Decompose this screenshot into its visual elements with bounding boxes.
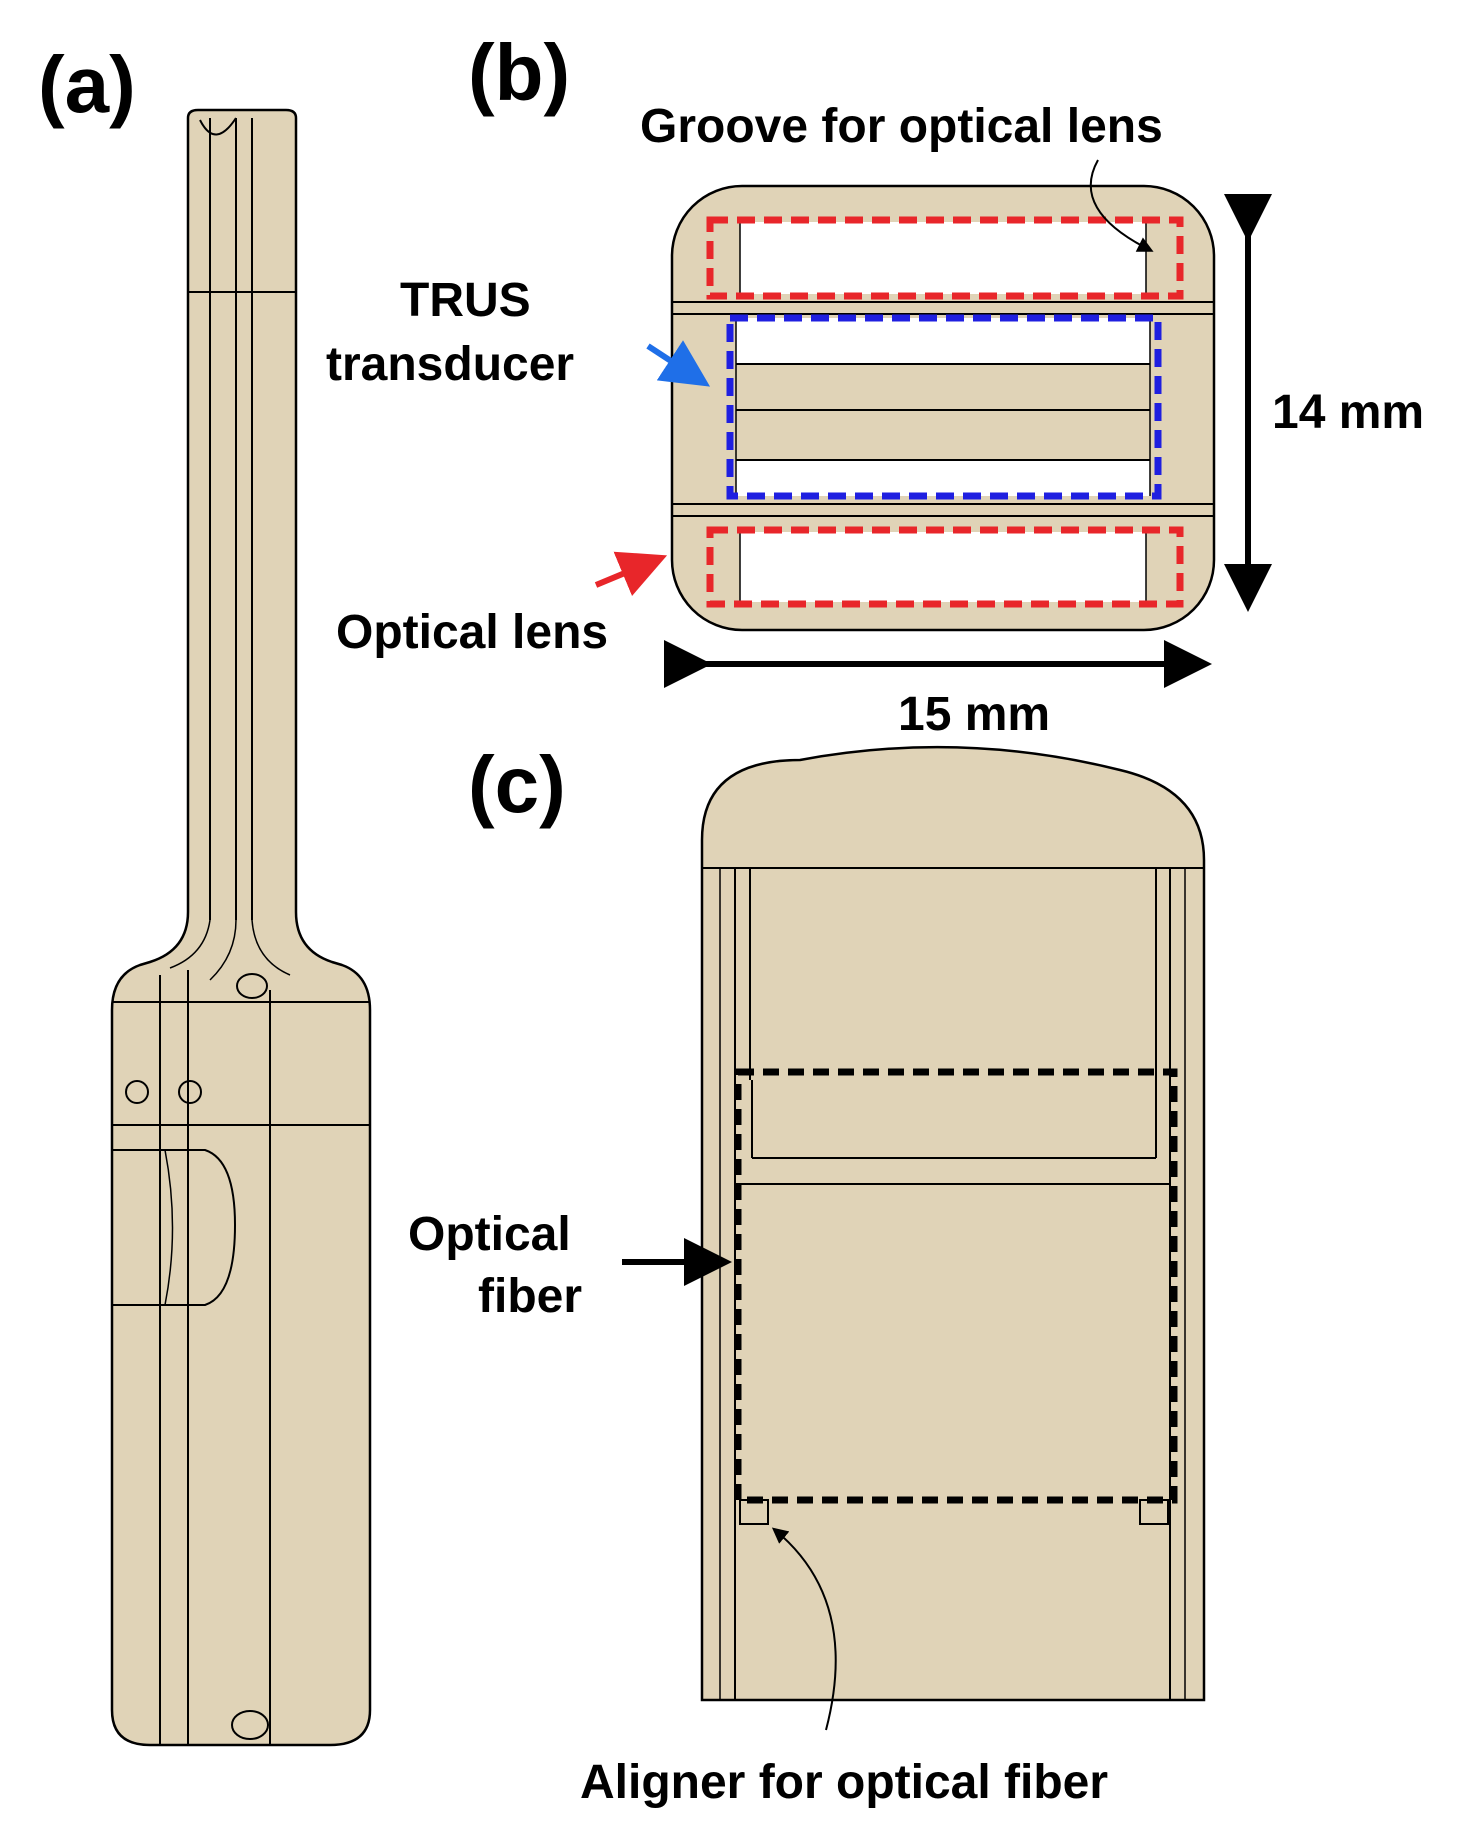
fiber-label-line1: Optical xyxy=(408,1208,571,1261)
optical-lens-label: Optical lens xyxy=(336,606,608,659)
trus-label-line2: transducer xyxy=(326,338,574,391)
groove-outline-top xyxy=(706,216,1184,300)
panel-a: (a) xyxy=(38,40,372,1747)
probe-cross-section xyxy=(670,184,1216,632)
panel-b: (b) Gr xyxy=(326,28,1424,741)
height-dimension-label: 14 mm xyxy=(1272,386,1424,439)
groove-label: Groove for optical lens xyxy=(640,100,1163,153)
width-dimension-label: 15 mm xyxy=(898,688,1050,741)
trus-arrow xyxy=(646,340,711,387)
trus-label-line1: TRUS xyxy=(400,274,531,327)
transducer-outline xyxy=(726,314,1162,500)
panel-b-label: (b) xyxy=(468,28,570,117)
aligner-label: Aligner for optical fiber xyxy=(580,1756,1108,1809)
optical-lens-arrow xyxy=(594,551,668,596)
probe-side-view xyxy=(110,108,372,1747)
panel-a-label: (a) xyxy=(38,40,136,129)
aligner-arrow xyxy=(771,1527,837,1731)
probe-tip-view xyxy=(700,745,1206,1702)
fiber-label-line2: fiber xyxy=(478,1270,582,1323)
panel-c-label: (c) xyxy=(468,740,566,829)
groove-arrow xyxy=(1089,159,1154,252)
panel-c: (c) Optical fiber Aligner for optical fi xyxy=(408,740,1206,1809)
fiber-outline xyxy=(734,1068,1178,1504)
